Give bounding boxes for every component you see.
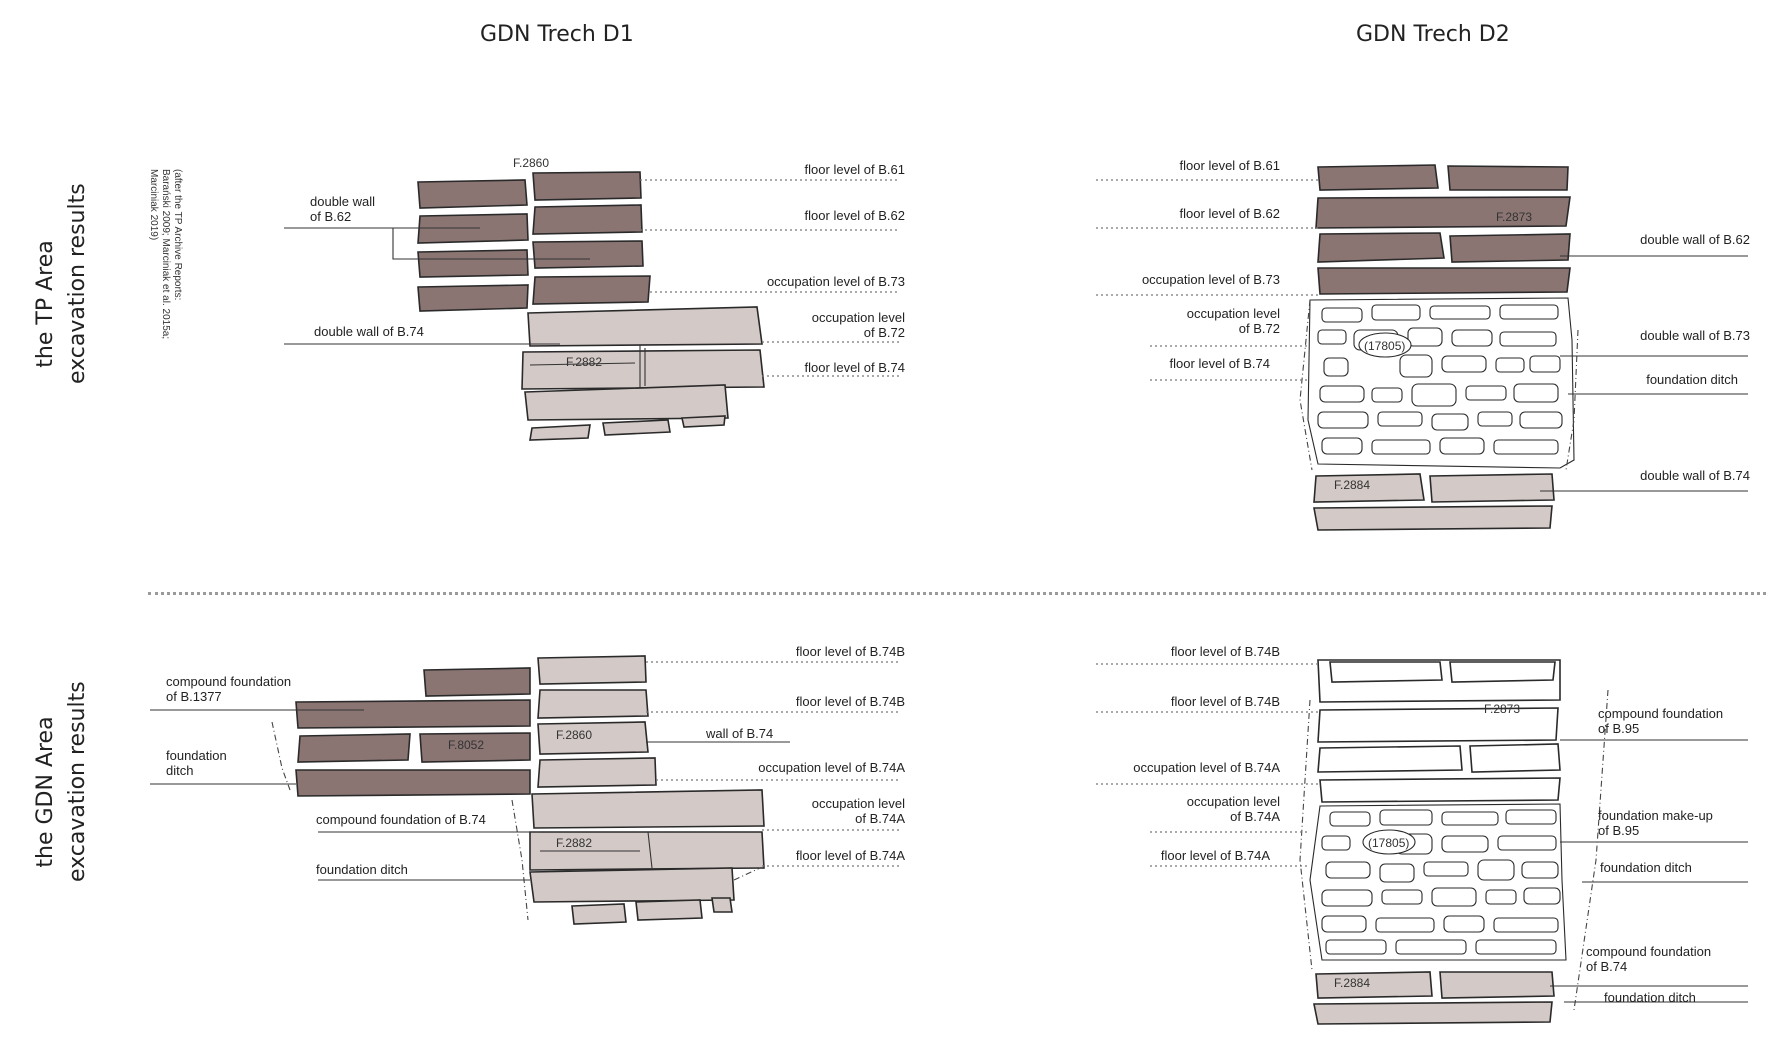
label-makeup-b95: foundation make-up of B.95 bbox=[1598, 808, 1713, 838]
trench-d2-title: GDN Trech D2 bbox=[1356, 22, 1510, 47]
label-floor-b62: floor level of B.62 bbox=[804, 208, 905, 223]
gdn-d2-section bbox=[1096, 659, 1748, 1025]
trench-d1-title: GDN Trech D1 bbox=[480, 22, 634, 47]
label-d2-occupation-b73: occupation level of B.73 bbox=[1141, 272, 1280, 287]
label-compound-b74: compound foundation of B.74 bbox=[316, 812, 486, 827]
label-d2-foundation-ditch: foundation ditch bbox=[1646, 372, 1738, 387]
tag-d2-17805: (17805) bbox=[1364, 339, 1406, 353]
tag-gdn-f2860: F.2860 bbox=[556, 728, 593, 742]
tag-d2-f2873: F.2873 bbox=[1496, 210, 1533, 224]
tag-f2860: F.2860 bbox=[513, 156, 550, 170]
label-gdn-floor-b74b-2: floor level of B.74B bbox=[795, 694, 905, 709]
label-double-wall-b62: double wall of B.62 bbox=[310, 194, 376, 224]
tp-d1-section bbox=[284, 171, 900, 441]
tp-d2-section bbox=[1096, 164, 1748, 531]
label-d2-floor-b74: floor level of B.74 bbox=[1169, 356, 1270, 371]
label-gdn-foundation-ditch: foundation ditch bbox=[316, 862, 408, 877]
label-gdn-d2-compound-b74: compound foundation of B.74 bbox=[1586, 944, 1712, 974]
label-compound-b1377: compound foundation of B.1377 bbox=[166, 674, 292, 704]
label-d2-double-wall-b73: double wall of B.73 bbox=[1640, 328, 1750, 343]
label-foundation-ditch-left: foundation ditch bbox=[166, 748, 227, 778]
label-d2-double-wall-b62: double wall of B.62 bbox=[1640, 232, 1750, 247]
label-gdn-d2-floor-b74b-2: floor level of B.74B bbox=[1170, 694, 1280, 709]
label-d2-double-wall-b74: double wall of B.74 bbox=[1640, 468, 1750, 483]
label-double-wall-b74: double wall of B.74 bbox=[314, 324, 424, 339]
gdn-d1-section bbox=[150, 655, 900, 925]
label-gdn-floor-b74a: floor level of B.74A bbox=[795, 848, 905, 863]
tag-f8052: F.8052 bbox=[448, 738, 485, 752]
label-gdn-d2-foundation-ditch-2: foundation ditch bbox=[1604, 990, 1696, 1005]
tag-d2-f2884: F.2884 bbox=[1334, 478, 1371, 492]
gdn-d2-rubble-stones bbox=[1321, 809, 1561, 955]
label-gdn-occupation-b74a: occupation level of B.74A bbox=[758, 760, 905, 775]
label-d2-occupation-b72: occupation level of B.72 bbox=[1186, 306, 1280, 336]
label-gdn-d2-floor-b74b-1: floor level of B.74B bbox=[1170, 644, 1280, 659]
label-gdn-d2-floor-b74a: floor level of B.74A bbox=[1160, 848, 1270, 863]
label-occupation-b72: occupation level of B.72 bbox=[811, 310, 905, 340]
label-gdn-d2-occupation-b74a-2: occupation level of B.74A bbox=[1186, 794, 1280, 824]
label-floor-b74: floor level of B.74 bbox=[804, 360, 905, 375]
tag-gdn-f2882: F.2882 bbox=[556, 836, 593, 850]
tag-gdn-d2-f2884: F.2884 bbox=[1334, 976, 1371, 990]
label-floor-b61: floor level of B.61 bbox=[804, 162, 905, 177]
label-occupation-b73: occupation level of B.73 bbox=[766, 274, 905, 289]
label-wall-b74: wall of B.74 bbox=[706, 726, 774, 741]
label-gdn-floor-b74b-1: floor level of B.74B bbox=[795, 644, 905, 659]
tag-gdn-d2-17805: (17805) bbox=[1368, 836, 1410, 850]
label-d2-floor-b62: floor level of B.62 bbox=[1179, 206, 1280, 221]
label-d2-floor-b61: floor level of B.61 bbox=[1179, 158, 1280, 173]
tp-d2-rubble-stones bbox=[1317, 304, 1563, 455]
label-gdn-d2-occupation-b74a: occupation level of B.74A bbox=[1133, 760, 1280, 775]
label-gdn-d2-foundation-ditch: foundation ditch bbox=[1600, 860, 1692, 875]
row-divider bbox=[148, 592, 1766, 595]
tag-gdn-d2-f2873: F.2873 bbox=[1484, 702, 1521, 716]
label-compound-b95: compound foundation of B.95 bbox=[1598, 706, 1724, 736]
label-gdn-occupation-b74a-2: occupation level of B.74A bbox=[811, 796, 905, 826]
tag-f2882: F.2882 bbox=[566, 355, 603, 369]
